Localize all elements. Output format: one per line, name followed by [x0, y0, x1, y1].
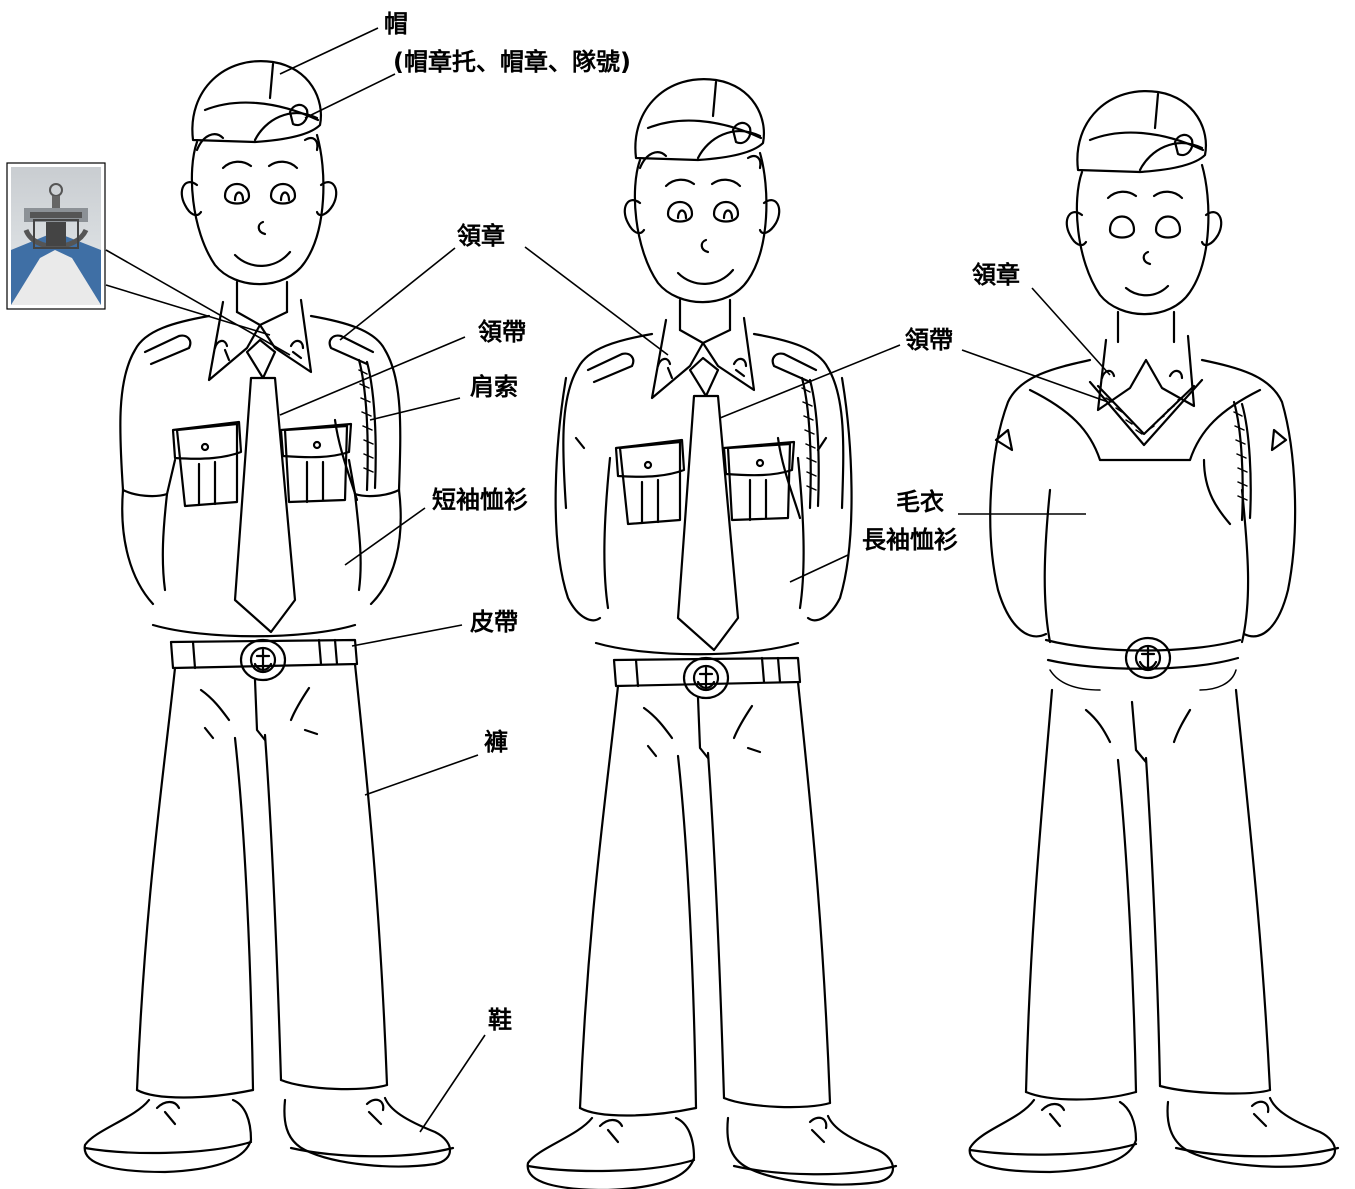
label-long-sleeve-shirt: 長袖恤衫 — [862, 526, 958, 554]
label-collar-badge: 領章 — [457, 222, 505, 250]
figure-long-sleeve — [526, 78, 898, 1189]
label-hat: 帽 — [384, 10, 408, 38]
label-collar-badge-2: 領章 — [972, 261, 1020, 289]
leader-lines — [105, 27, 1111, 1133]
label-tie-2: 領帶 — [905, 326, 953, 354]
figure-short-sleeve — [83, 60, 455, 1174]
label-belt: 皮帶 — [470, 608, 518, 636]
label-shoes: 鞋 — [488, 1006, 512, 1034]
label-hat-parts: (帽章托、帽章、隊號) — [393, 48, 631, 76]
label-trousers: 褲 — [484, 728, 508, 756]
label-short-sleeve-shirt: 短袖恤衫 — [432, 486, 528, 514]
figure-sweater — [968, 90, 1340, 1174]
label-aiguillette: 肩索 — [470, 373, 518, 401]
label-tie: 領帶 — [478, 318, 526, 346]
label-sweater: 毛衣 — [896, 488, 944, 516]
anchor-badge-photo — [6, 162, 106, 310]
